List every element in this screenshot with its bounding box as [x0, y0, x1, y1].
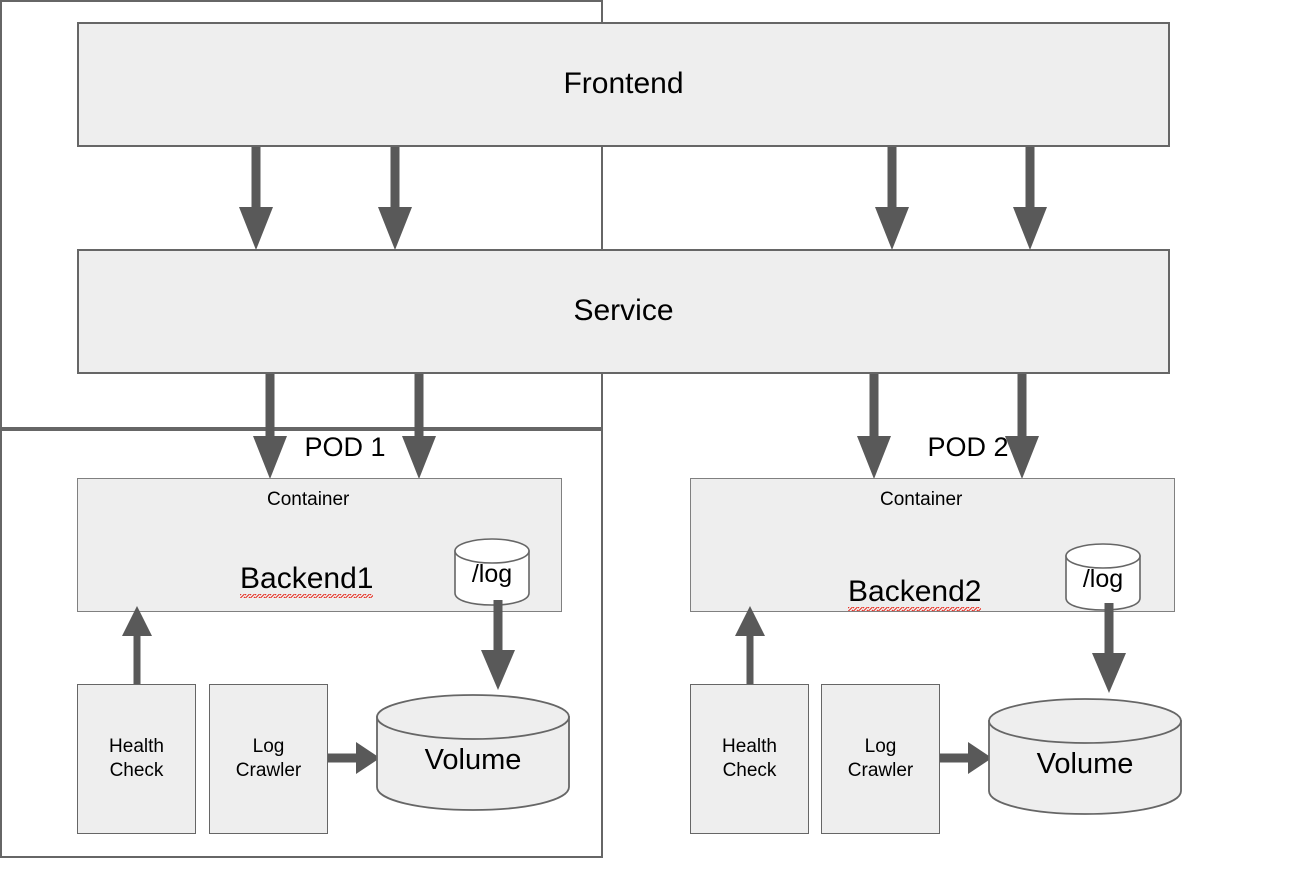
pod-2-container-label: Container [880, 489, 963, 510]
pod-1-log-crawler-label-line1: Log [252, 736, 285, 758]
pod-2-log-label: /log [1082, 565, 1124, 593]
pod-2-label: POD 2 [927, 432, 1009, 462]
pod-2-health-check-box[interactable]: Health Check [690, 684, 809, 834]
pod-2-box[interactable] [0, 429, 603, 858]
edge-pod2-logcrawler-to-volume [940, 740, 992, 776]
pod-1-health-check-label-line1: Health [109, 736, 164, 758]
service-label: Service [573, 294, 674, 328]
service-node[interactable]: Service [77, 249, 1170, 374]
pod-1-health-check-label-line2: Check [109, 760, 164, 781]
pod-2-volume-label: Volume [1036, 747, 1134, 780]
pod-1-health-check-box[interactable]: Health Check [77, 684, 196, 834]
pod-2-volume-cylinder[interactable] [987, 697, 1183, 817]
pod-1-log-label: /log [471, 560, 513, 588]
pod-1-log-crawler-box[interactable]: Log Crawler [209, 684, 328, 834]
edge-frontend-to-service-4 [1012, 147, 1048, 250]
frontend-label: Frontend [563, 67, 684, 101]
pod-2-log-crawler-box[interactable]: Log Crawler [821, 684, 940, 834]
pod-1-backend-label: Backend1 [240, 562, 374, 598]
pod-1-container-label: Container [267, 489, 350, 510]
pod-1-box[interactable] [0, 0, 603, 429]
pod-2-backend-label: Backend2 [848, 575, 982, 611]
pod-2-log-crawler-label-line1: Log [864, 736, 897, 758]
pod-1-volume-cylinder[interactable] [375, 693, 571, 813]
pod-2-health-check-label-line1: Health [722, 736, 777, 758]
pod-1-log-crawler-label-line2: Crawler [235, 760, 302, 781]
edge-service-to-pod2-container-a [856, 374, 892, 479]
frontend-node[interactable]: Frontend [77, 22, 1170, 147]
edge-pod2-log-to-volume [1091, 603, 1127, 693]
edge-pod2-healthcheck-to-container [732, 606, 768, 686]
pod-2-health-check-label-line2: Check [722, 760, 777, 781]
edge-frontend-to-service-3 [874, 147, 910, 250]
edge-service-to-pod2-container-b [1004, 374, 1040, 479]
pod-2-log-crawler-label-line2: Crawler [847, 760, 914, 781]
pod-2-log-cylinder[interactable] [1063, 542, 1143, 612]
pod-1-label: POD 1 [304, 432, 386, 462]
pod-1-volume-label: Volume [424, 743, 522, 776]
pod-1-log-cylinder[interactable] [452, 537, 532, 607]
